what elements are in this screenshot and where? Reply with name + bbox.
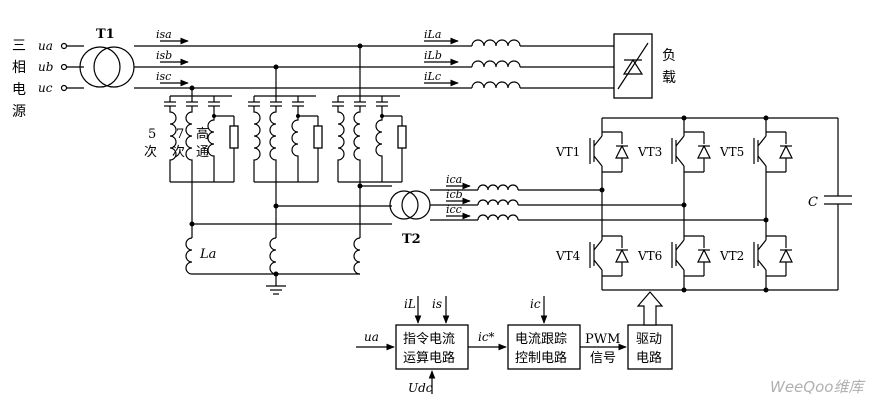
- filter-to-t2-wiring: [189, 182, 392, 238]
- current-labels: isa isb isc iLa iLb iLc: [156, 28, 442, 83]
- ilc-label: iLc: [424, 70, 441, 83]
- ic-signal-label: ic: [530, 297, 541, 311]
- svg-text:运算电路: 运算电路: [403, 350, 455, 366]
- ila-label: iLa: [424, 28, 441, 41]
- switch-vt2: VT2: [719, 235, 798, 277]
- filter-group-c: [332, 95, 407, 183]
- svg-text:相: 相: [12, 60, 26, 76]
- phase-a-label: ua: [38, 39, 53, 53]
- transformer-t1: T1: [79, 27, 135, 88]
- ground-symbol: [266, 274, 286, 295]
- drive-circuit-block: 驱动 电路: [627, 324, 673, 370]
- svg-text:电路: 电路: [636, 350, 662, 366]
- transformer-t2: T2: [389, 190, 431, 247]
- phase-b-label: ub: [38, 60, 53, 74]
- fifth-label-num: 5: [148, 127, 156, 142]
- load-label-2: 载: [662, 70, 676, 86]
- svg-text:三: 三: [12, 38, 26, 54]
- is-signal-label: is: [432, 297, 442, 311]
- main-lines: [134, 39, 614, 89]
- isb-label: isb: [156, 49, 172, 62]
- switch-vt3: VT3: [637, 131, 716, 173]
- source-terminals: [60, 42, 84, 92]
- icb-label: icb: [446, 188, 463, 201]
- svg-text:信号: 信号: [590, 351, 616, 366]
- capacitor-label: C: [808, 195, 818, 210]
- il-signal-label: iL: [404, 297, 416, 311]
- highpass-label-2: 通: [196, 145, 209, 160]
- watermark: WeeQoo维库: [770, 378, 866, 396]
- switch-vt4: VT4: [555, 235, 634, 277]
- seventh-label-num: 7: [176, 127, 184, 142]
- vt1-label: VT1: [555, 145, 580, 159]
- t2-label: T2: [402, 232, 421, 247]
- source-label: 三 相 电 源: [12, 38, 26, 120]
- svg-text:电: 电: [12, 82, 26, 98]
- svg-text:控制电路: 控制电路: [515, 350, 567, 366]
- isa-label: isa: [156, 28, 172, 41]
- filter-group-a: [164, 95, 239, 183]
- svg-text:源: 源: [12, 104, 26, 120]
- switch-vt5: VT5: [719, 131, 798, 173]
- control-signal-labels: iL is ic ic* ua Udc: [364, 297, 541, 395]
- vt2-label: VT2: [719, 249, 744, 263]
- icc-label: icc: [446, 203, 462, 216]
- pwm-signal-label: PWM 信号: [585, 332, 620, 366]
- ic-star-label: ic*: [478, 330, 495, 344]
- switch-vt1: VT1: [555, 131, 634, 173]
- fifth-label-text: 次: [144, 144, 157, 160]
- udc-signal-label: Udc: [408, 381, 433, 395]
- ilb-label: iLb: [424, 49, 442, 62]
- t1-label: T1: [96, 27, 115, 42]
- filter-taps: [191, 46, 361, 96]
- la-label: La: [199, 247, 216, 262]
- svg-text:驱动: 驱动: [636, 332, 662, 347]
- inverter-dc-bus: C: [602, 115, 852, 293]
- vt4-label: VT4: [555, 249, 581, 263]
- svg-text:电流跟踪: 电流跟踪: [515, 332, 567, 347]
- vt3-label: VT3: [637, 145, 662, 159]
- compensation-current-labels: ica icb icc: [446, 173, 463, 216]
- ica-label: ica: [446, 173, 462, 186]
- ua-signal-label: ua: [364, 330, 379, 344]
- switch-vt6: VT6: [637, 235, 716, 277]
- inductor-la: La: [185, 237, 361, 277]
- load-block: 负 载: [613, 33, 676, 99]
- filter-group-b: [248, 95, 323, 183]
- compensation-lines: [430, 182, 769, 223]
- isc-label: isc: [156, 70, 171, 83]
- filter-labels: 5 次 7 次 高 通: [144, 126, 209, 160]
- source-current-arrows: [160, 37, 459, 87]
- seventh-label-text: 次: [172, 144, 185, 160]
- control-wiring: [356, 291, 664, 394]
- phase-labels: ua ub uc: [38, 39, 53, 95]
- svg-text:PWM: PWM: [585, 332, 620, 347]
- vt6-label: VT6: [637, 249, 662, 263]
- phase-c-label: uc: [38, 81, 53, 95]
- vt5-label: VT5: [719, 145, 744, 159]
- command-current-block: 指令电流 运算电路: [395, 324, 469, 370]
- svg-text:指令电流: 指令电流: [403, 332, 455, 347]
- highpass-label-1: 高: [196, 126, 209, 142]
- load-label-1: 负: [662, 48, 676, 64]
- current-tracking-block: 电流跟踪 控制电路: [507, 324, 581, 370]
